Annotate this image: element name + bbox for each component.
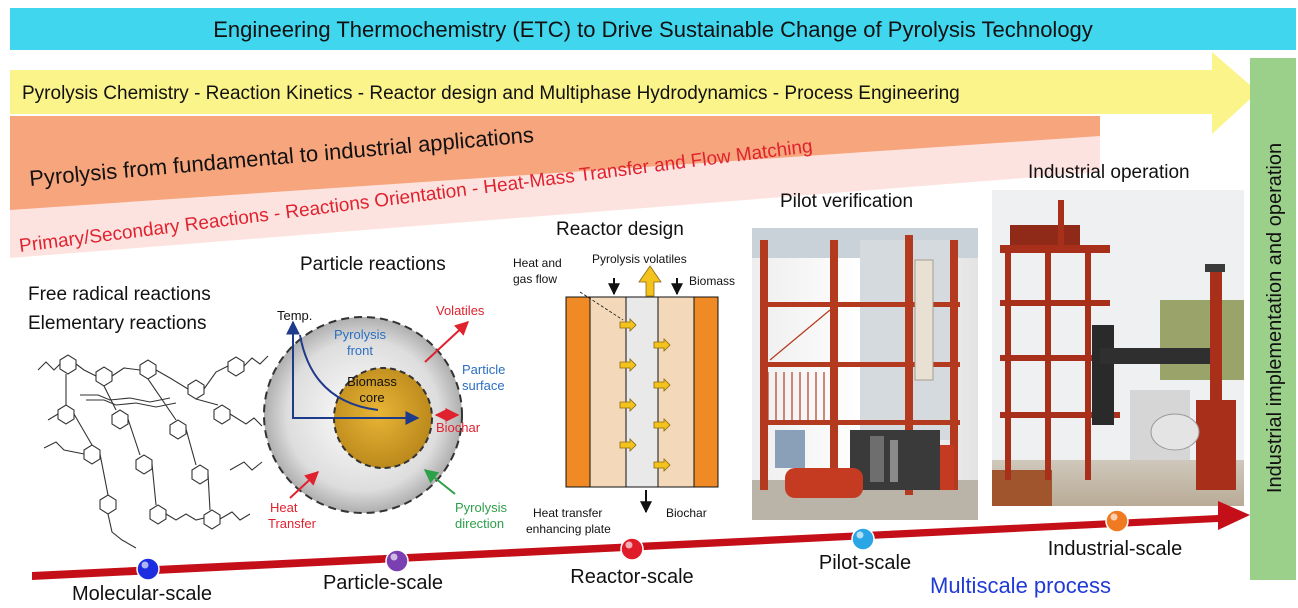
reactor-title: Reactor design [556, 219, 684, 240]
heat-gas-label-1: Heat and [513, 256, 562, 270]
heat-arrow [289, 471, 320, 499]
scale-label-4: Industrial-scale [1048, 538, 1183, 560]
scale-marker-highlight-0 [141, 561, 149, 569]
surface-label-2: surface [462, 378, 505, 393]
plate-label-1: Heat transfer [533, 506, 602, 520]
industrial-title: Industrial operation [1028, 162, 1190, 183]
reactor-biochar-label: Biochar [666, 506, 707, 520]
volatiles-arrow [424, 321, 470, 363]
front-label-1: Pyrolysis [334, 327, 387, 342]
scale-label-1: Particle-scale [323, 572, 443, 594]
front-label-2: front [347, 343, 373, 358]
volatiles-label: Volatiles [436, 303, 485, 318]
reactor-volatiles-label: Pyrolysis volatiles [592, 252, 687, 266]
pilot-title: Pilot verification [780, 191, 913, 212]
temp-curve [299, 334, 379, 411]
heat-gas-label-2: gas flow [513, 272, 557, 286]
main-title: Engineering Thermochemistry (ETC) to Dri… [213, 17, 1093, 42]
biochar-label: Biochar [436, 420, 481, 435]
temp-label: Temp. [277, 308, 312, 323]
molecular-structure [37, 354, 269, 549]
title-bar [10, 8, 1296, 50]
scale-label-3: Pilot-scale [819, 552, 911, 574]
pilot-photo [752, 228, 978, 520]
multiscale-label: Multiscale process [930, 573, 1111, 598]
molecular-line2: Elementary reactions [28, 313, 206, 334]
core-label-1: Biomass [347, 374, 397, 389]
surface-label-1: Particle [462, 362, 505, 377]
scale-marker-highlight-2 [625, 541, 633, 549]
heat-label-2: Transfer [268, 516, 317, 531]
direction-arrow [423, 469, 456, 495]
orange-band [10, 116, 1100, 212]
scale-marker-0 [136, 557, 160, 581]
molecular-line1: Free radical reactions [28, 284, 211, 305]
core-label-2: core [359, 390, 384, 405]
chain-arrow [10, 52, 1258, 134]
pink-band [10, 136, 1100, 258]
side-banner [1250, 58, 1296, 580]
direction-label-2: direction [455, 516, 504, 531]
plate-pointer [579, 291, 624, 321]
heat-label-1: Heat [270, 500, 298, 515]
scale-markers: Molecular-scale Particle-scale Reactor-sca… [72, 509, 1183, 605]
industrial-photo [992, 190, 1244, 506]
scale-marker-4 [1105, 509, 1129, 533]
scale-marker-3 [851, 527, 875, 551]
plate-label-2: enhancing plate [526, 522, 611, 536]
timeline-arrow [32, 501, 1250, 580]
scale-marker-highlight-4 [1110, 513, 1118, 521]
chain-text: Pyrolysis Chemistry - Reaction Kinetics … [22, 83, 960, 104]
scale-marker-highlight-1 [390, 553, 398, 561]
scale-label-2: Reactor-scale [570, 566, 693, 588]
reactor-vessel [565, 265, 719, 488]
direction-label-1: Pyrolysis [455, 500, 508, 515]
scale-marker-1 [385, 549, 409, 573]
scale-label-0: Molecular-scale [72, 583, 212, 605]
scale-marker-highlight-3 [856, 531, 864, 539]
scale-marker-2 [620, 537, 644, 561]
reactor-biomass-label: Biomass [689, 274, 735, 288]
side-banner-text: Industrial implementation and operation [1264, 143, 1286, 493]
particle-title: Particle reactions [300, 254, 446, 275]
